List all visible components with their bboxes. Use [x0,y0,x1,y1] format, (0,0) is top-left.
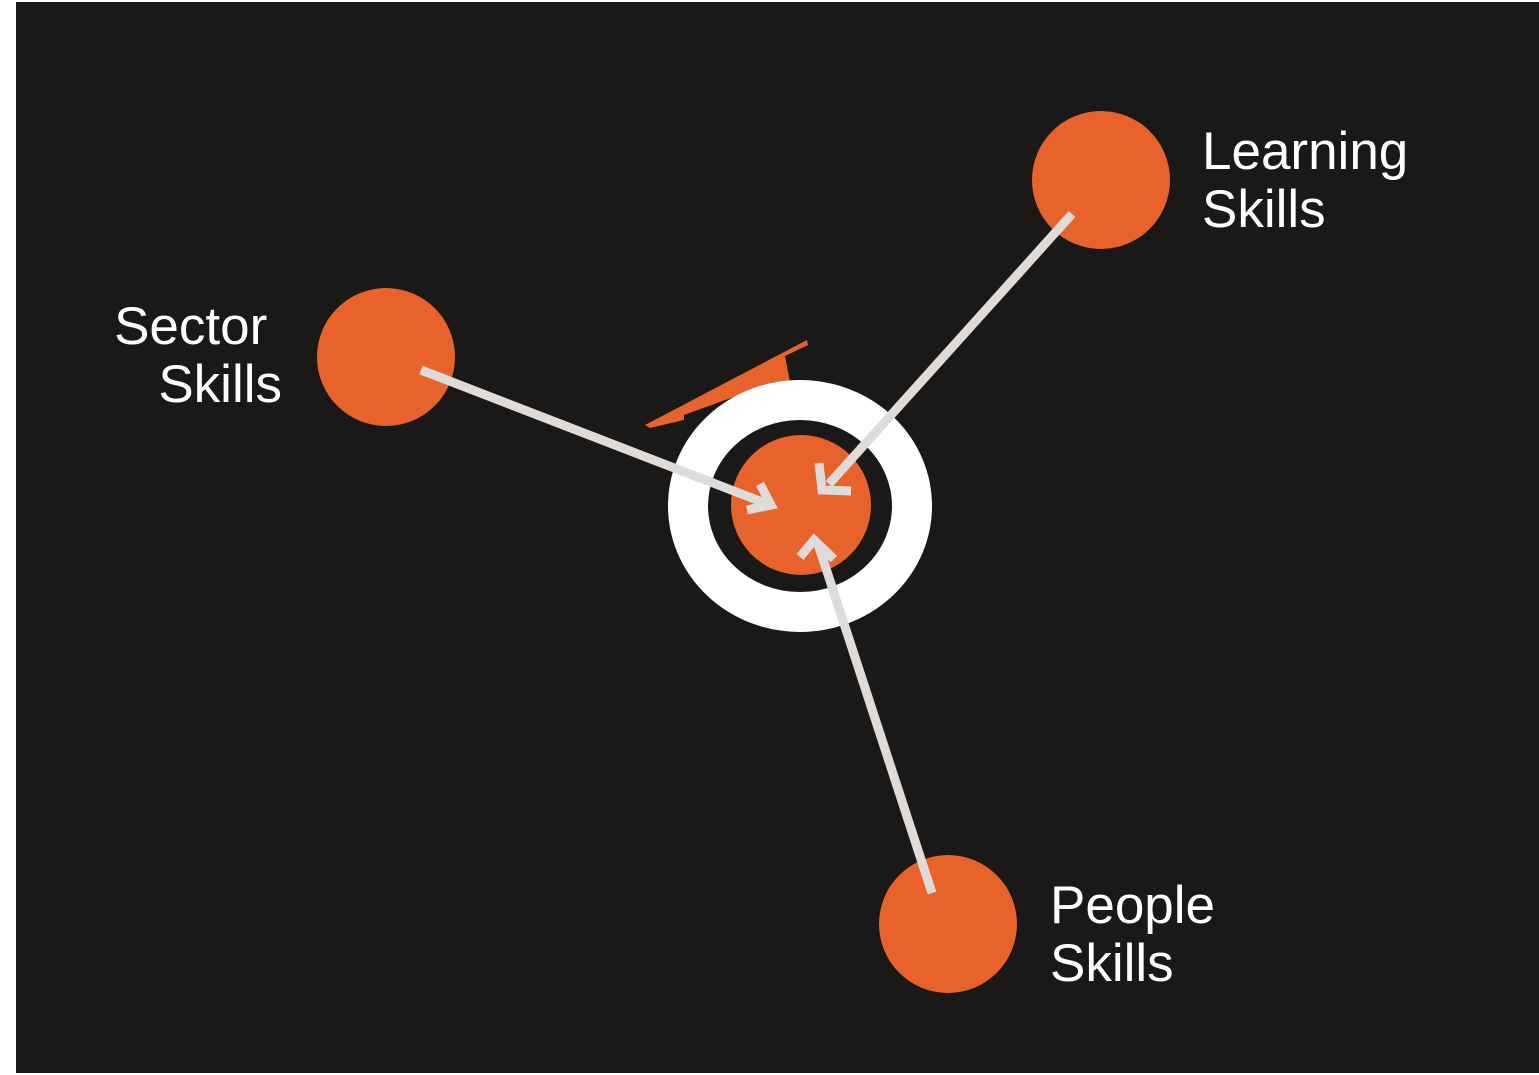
mortarboard-cap [645,340,808,428]
people-skills-label: People Skills [1050,876,1230,993]
people-arrow [796,533,937,895]
sector-skills-node [317,288,455,426]
sector-label-line2: Skills [158,355,282,414]
people-skills-node [879,855,1017,993]
learning-label-line2: Skills [1202,180,1326,239]
sector-label-line1: Sector [114,297,267,356]
sector-skills-label: Sector Skills [114,297,282,414]
learning-arrow [814,210,1076,496]
learning-skills-label: Learning Skills [1202,122,1423,239]
people-label-line1: People [1050,876,1215,935]
sector-arrow [419,365,778,515]
people-label-line2: Skills [1050,934,1174,993]
learning-skills-node [1032,111,1170,249]
learning-label-line1: Learning [1202,122,1408,181]
outer-ring [668,380,932,632]
